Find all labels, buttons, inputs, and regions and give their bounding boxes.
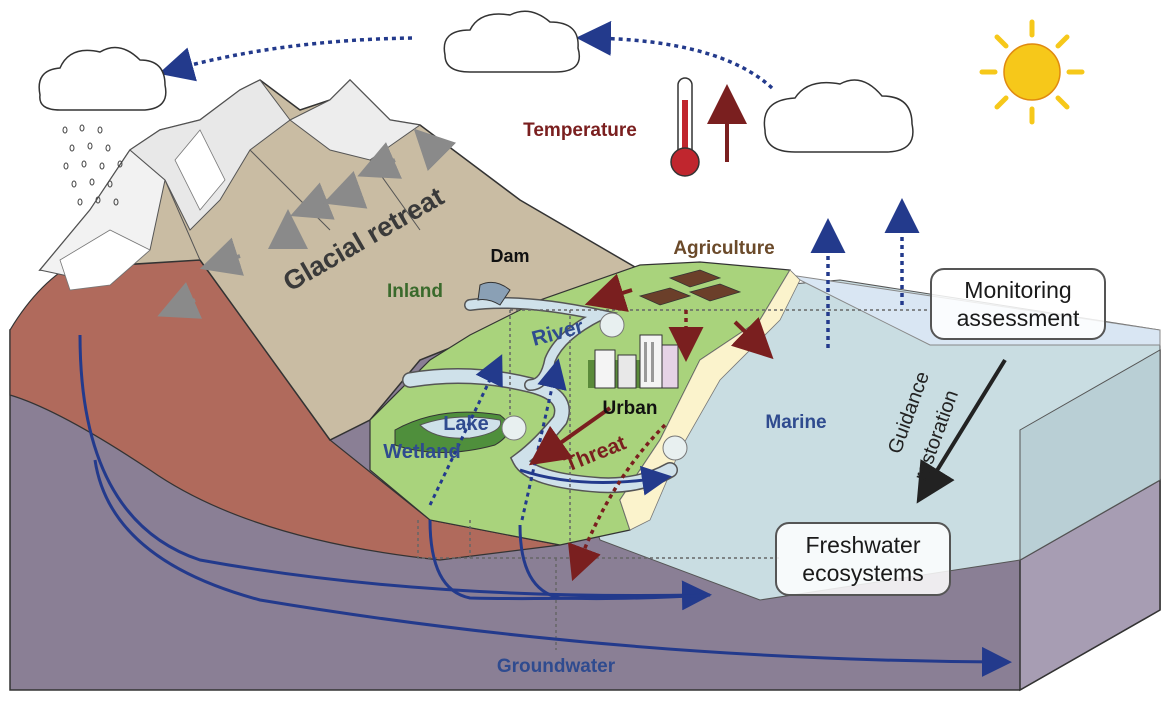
rain-icon [62,124,123,206]
monitoring-assessment-box: Monitoring assessment [930,268,1106,340]
freshwater-ecosystems-box: Freshwater ecosystems [775,522,951,596]
lake-label: Lake [443,413,489,435]
cloud-icon [763,79,914,153]
agriculture-label: Agriculture [673,238,774,259]
sun-icon [979,19,1085,125]
farm-field-icon [638,269,742,306]
cloud-icon [443,10,580,73]
urban-label: Urban [603,398,658,419]
recharge-dotted-arrows [428,354,567,521]
marine-label: Marine [765,412,826,433]
guidance-arrow [916,358,1007,504]
thermometer-icon [670,77,747,177]
dam-label: Dam [490,246,529,266]
dam-icon [477,281,511,306]
threat-arrows [528,273,774,466]
monitoring-line: Monitoring [964,277,1072,303]
mountains [38,78,642,441]
temperature-label: Temperature [523,120,637,141]
ecosystems-line: ecosystems [802,560,924,586]
wetland-label: Wetland [383,441,460,463]
freshwater-frame [417,309,930,650]
threat-dotted-arrows [567,310,704,582]
glacial-retreat-arrows [157,128,457,319]
city-icon [588,334,679,389]
assessment-line: assessment [956,305,1080,331]
cloud-icon [38,46,167,111]
water-cycle-arrows [158,20,920,348]
groundwater-label: Groundwater [497,656,616,677]
groundwater-arrows [78,334,1012,677]
inland-label: Inland [387,281,443,302]
freshwater-line: Freshwater [805,532,921,558]
